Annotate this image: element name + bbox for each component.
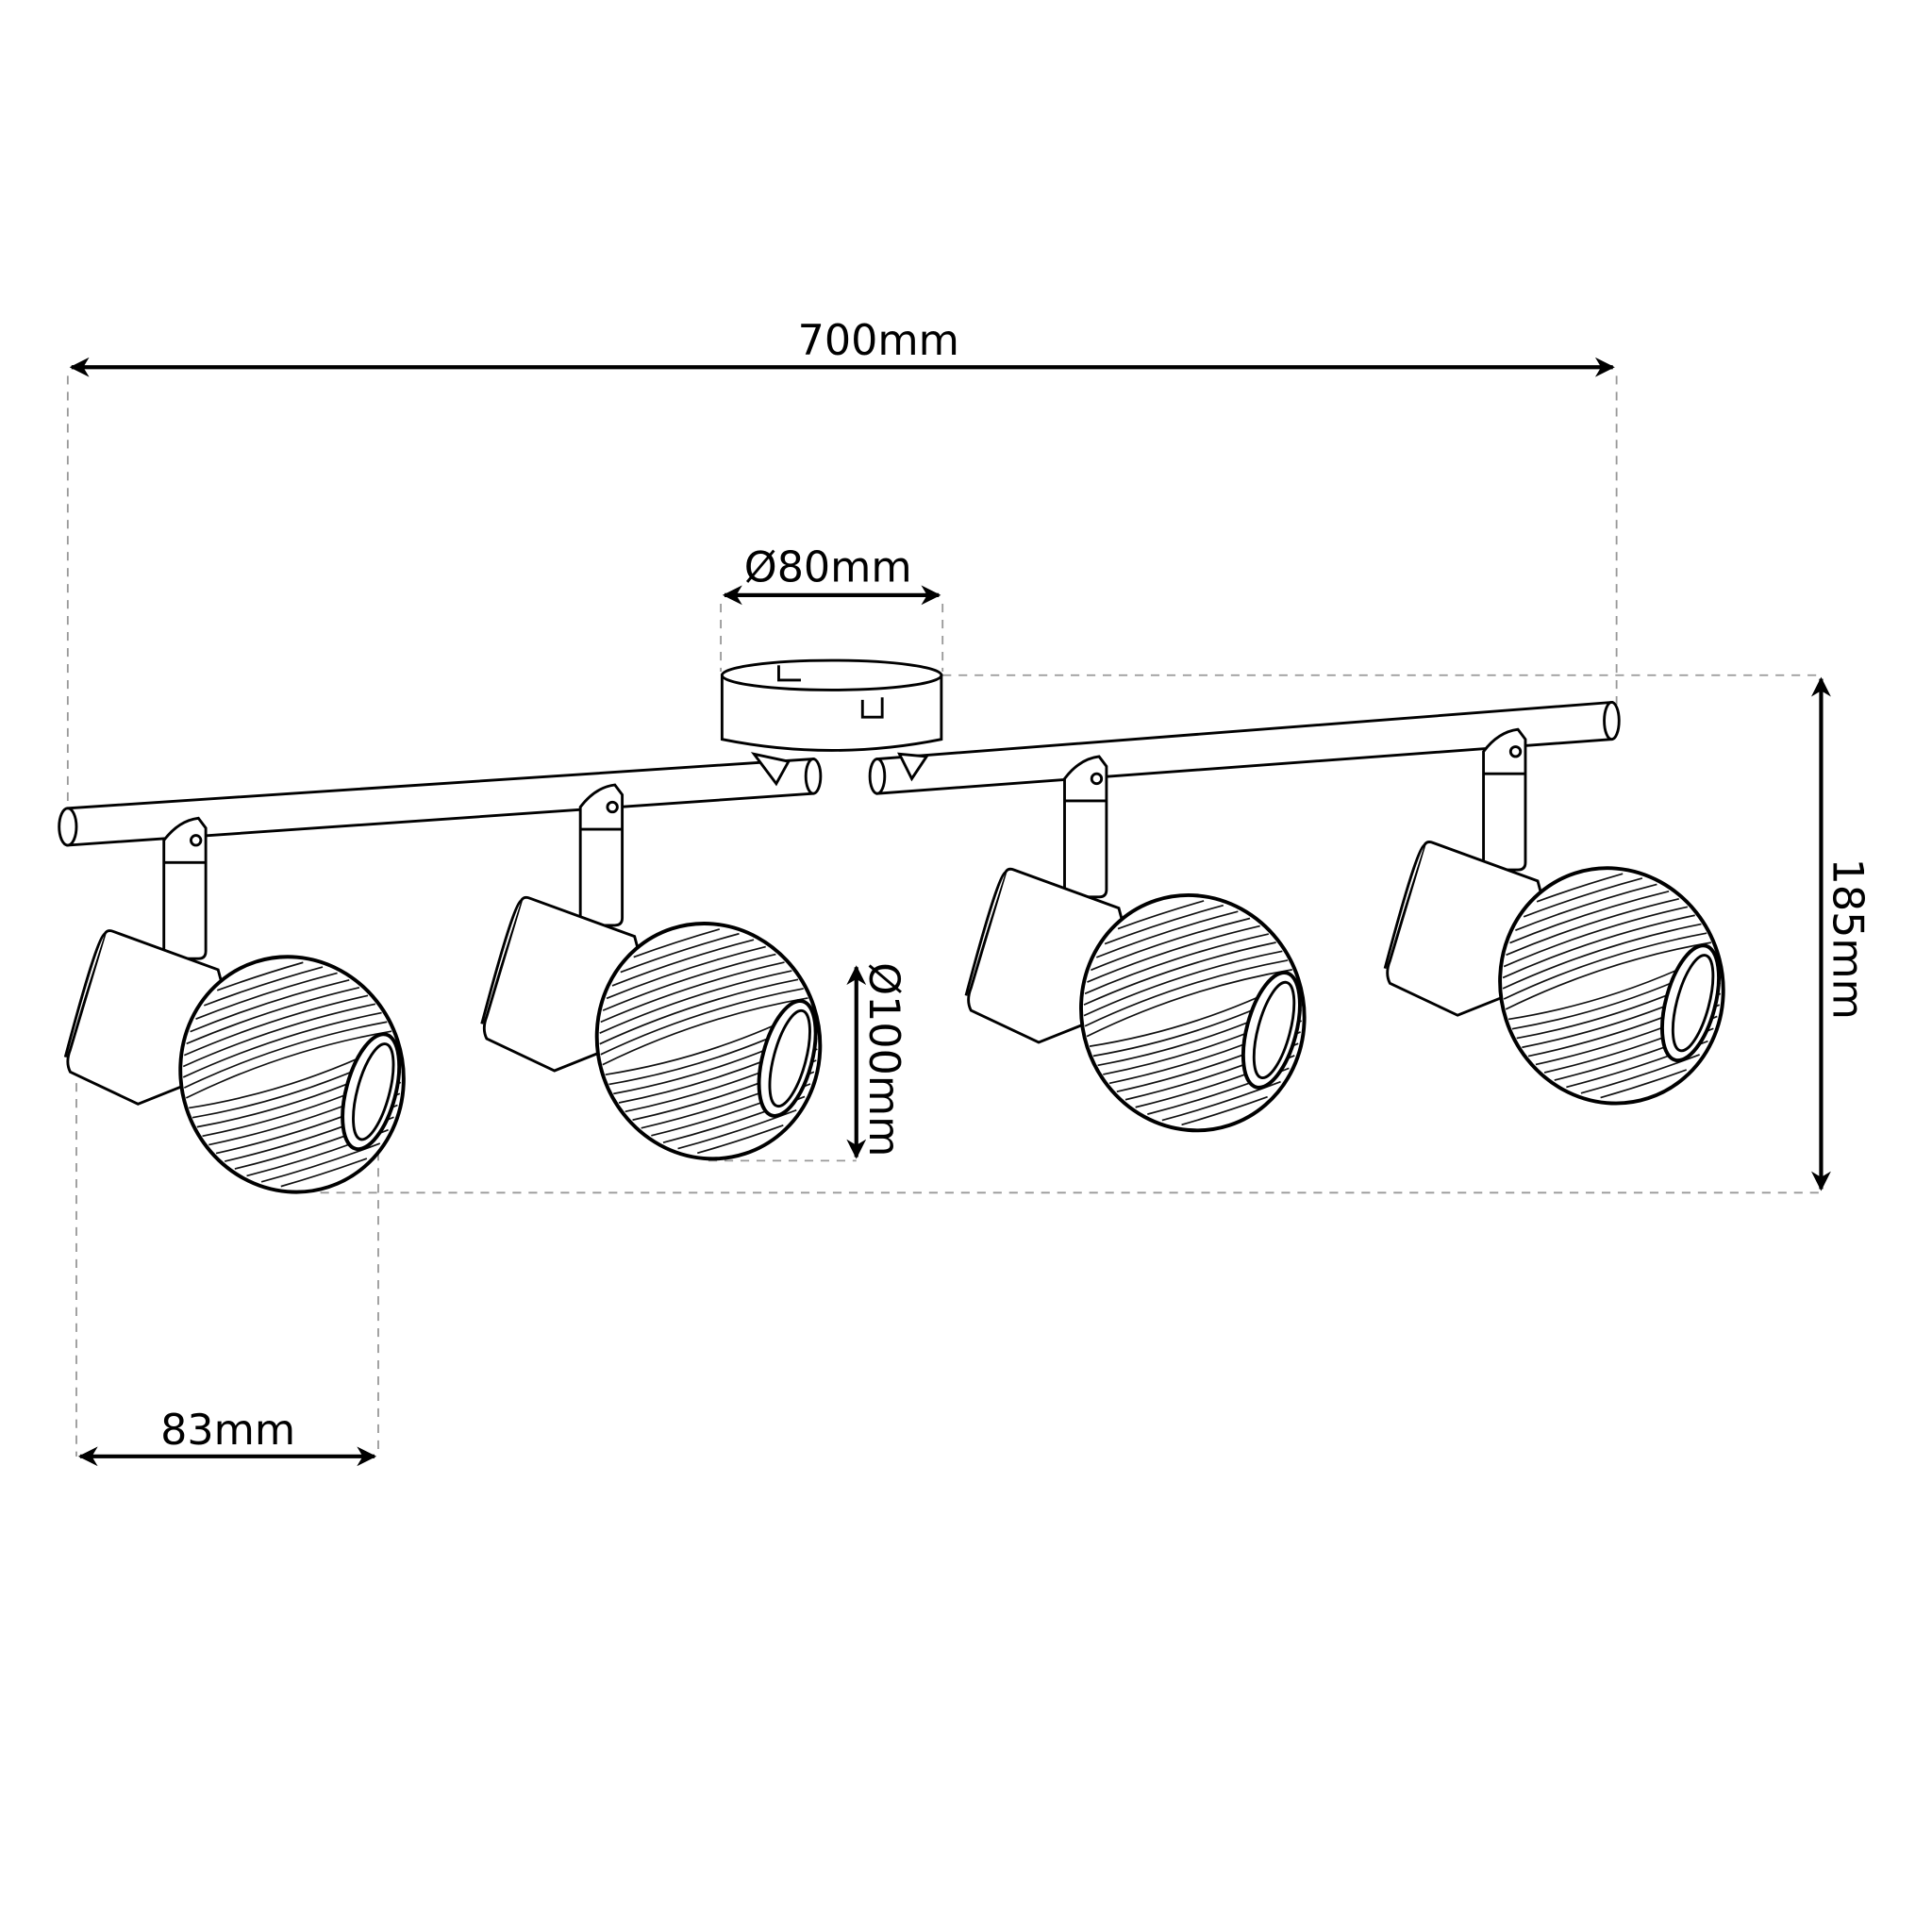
ceiling-canopy [720,658,943,787]
mounting-bar [58,700,1621,847]
shade-diameter-label: Ø100mm [859,962,908,1157]
offset-label: 83mm [160,1407,295,1455]
guide-lines [66,375,1824,1457]
height-label: 185mm [1824,858,1872,1020]
spotlight-1 [63,816,437,1224]
canopy-diameter-label: Ø80mm [744,543,912,591]
spotlight-4 [1383,727,1756,1135]
spotlight-3 [964,754,1337,1162]
length-label: 700mm [798,317,959,365]
spotlight-2 [479,783,853,1191]
